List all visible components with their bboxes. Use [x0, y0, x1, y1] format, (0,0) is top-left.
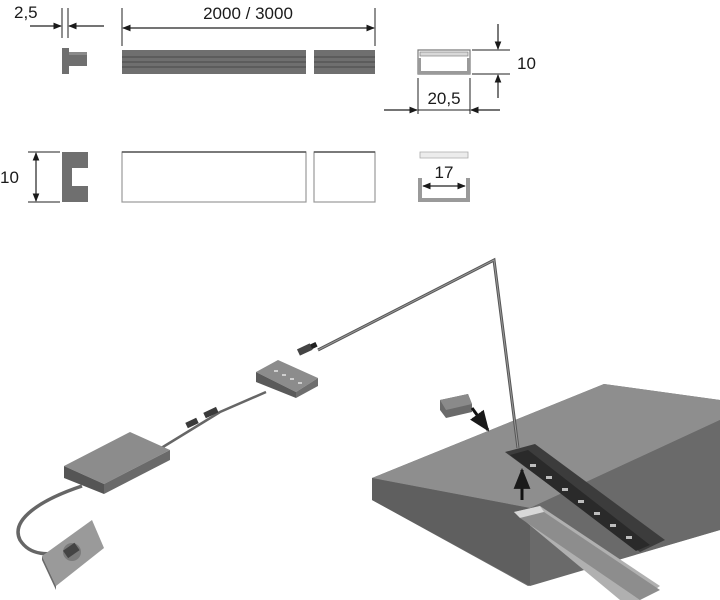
profile-outer-width-dimension: 20,5: [384, 78, 500, 114]
profile-cross-section-with-cover: [417, 49, 471, 75]
profile-height-right-label: 10: [517, 54, 536, 73]
mounted-profile-with-led-strip: [505, 444, 665, 552]
end-cap-front-view: [62, 152, 88, 202]
junction-box: [256, 360, 318, 398]
cable-connector: [296, 342, 318, 356]
shelf-panel: [372, 384, 720, 586]
end-cap-side-view: [62, 48, 87, 74]
profile-length-dimension: 2000 / 3000: [121, 4, 376, 46]
wall-socket: [42, 520, 104, 590]
profile-height-left-dimension: 10: [0, 151, 60, 203]
profile-top-view: [122, 50, 375, 74]
loose-profile: [514, 506, 660, 600]
profile-height-left-label: 10: [0, 168, 19, 187]
profile-inner-width-dimension: 17: [422, 163, 466, 190]
installation-arrows: [470, 407, 531, 500]
profile-outer-width-label: 20,5: [427, 89, 460, 108]
profile-height-right-dimension: 10: [472, 24, 536, 98]
power-driver: [64, 432, 170, 494]
driver-cable: [157, 390, 267, 452]
profile-length-label: 2000 / 3000: [203, 4, 293, 23]
profile-side-outline: [121, 151, 376, 203]
led-cable: [317, 257, 520, 449]
profile-cross-section: [418, 151, 470, 202]
profile-inner-width-label: 17: [435, 163, 454, 182]
end-cap-thickness-dimension: 2,5: [14, 3, 104, 38]
end-cap-thickness-label: 2,5: [14, 3, 38, 22]
floating-end-cap: [440, 394, 472, 418]
